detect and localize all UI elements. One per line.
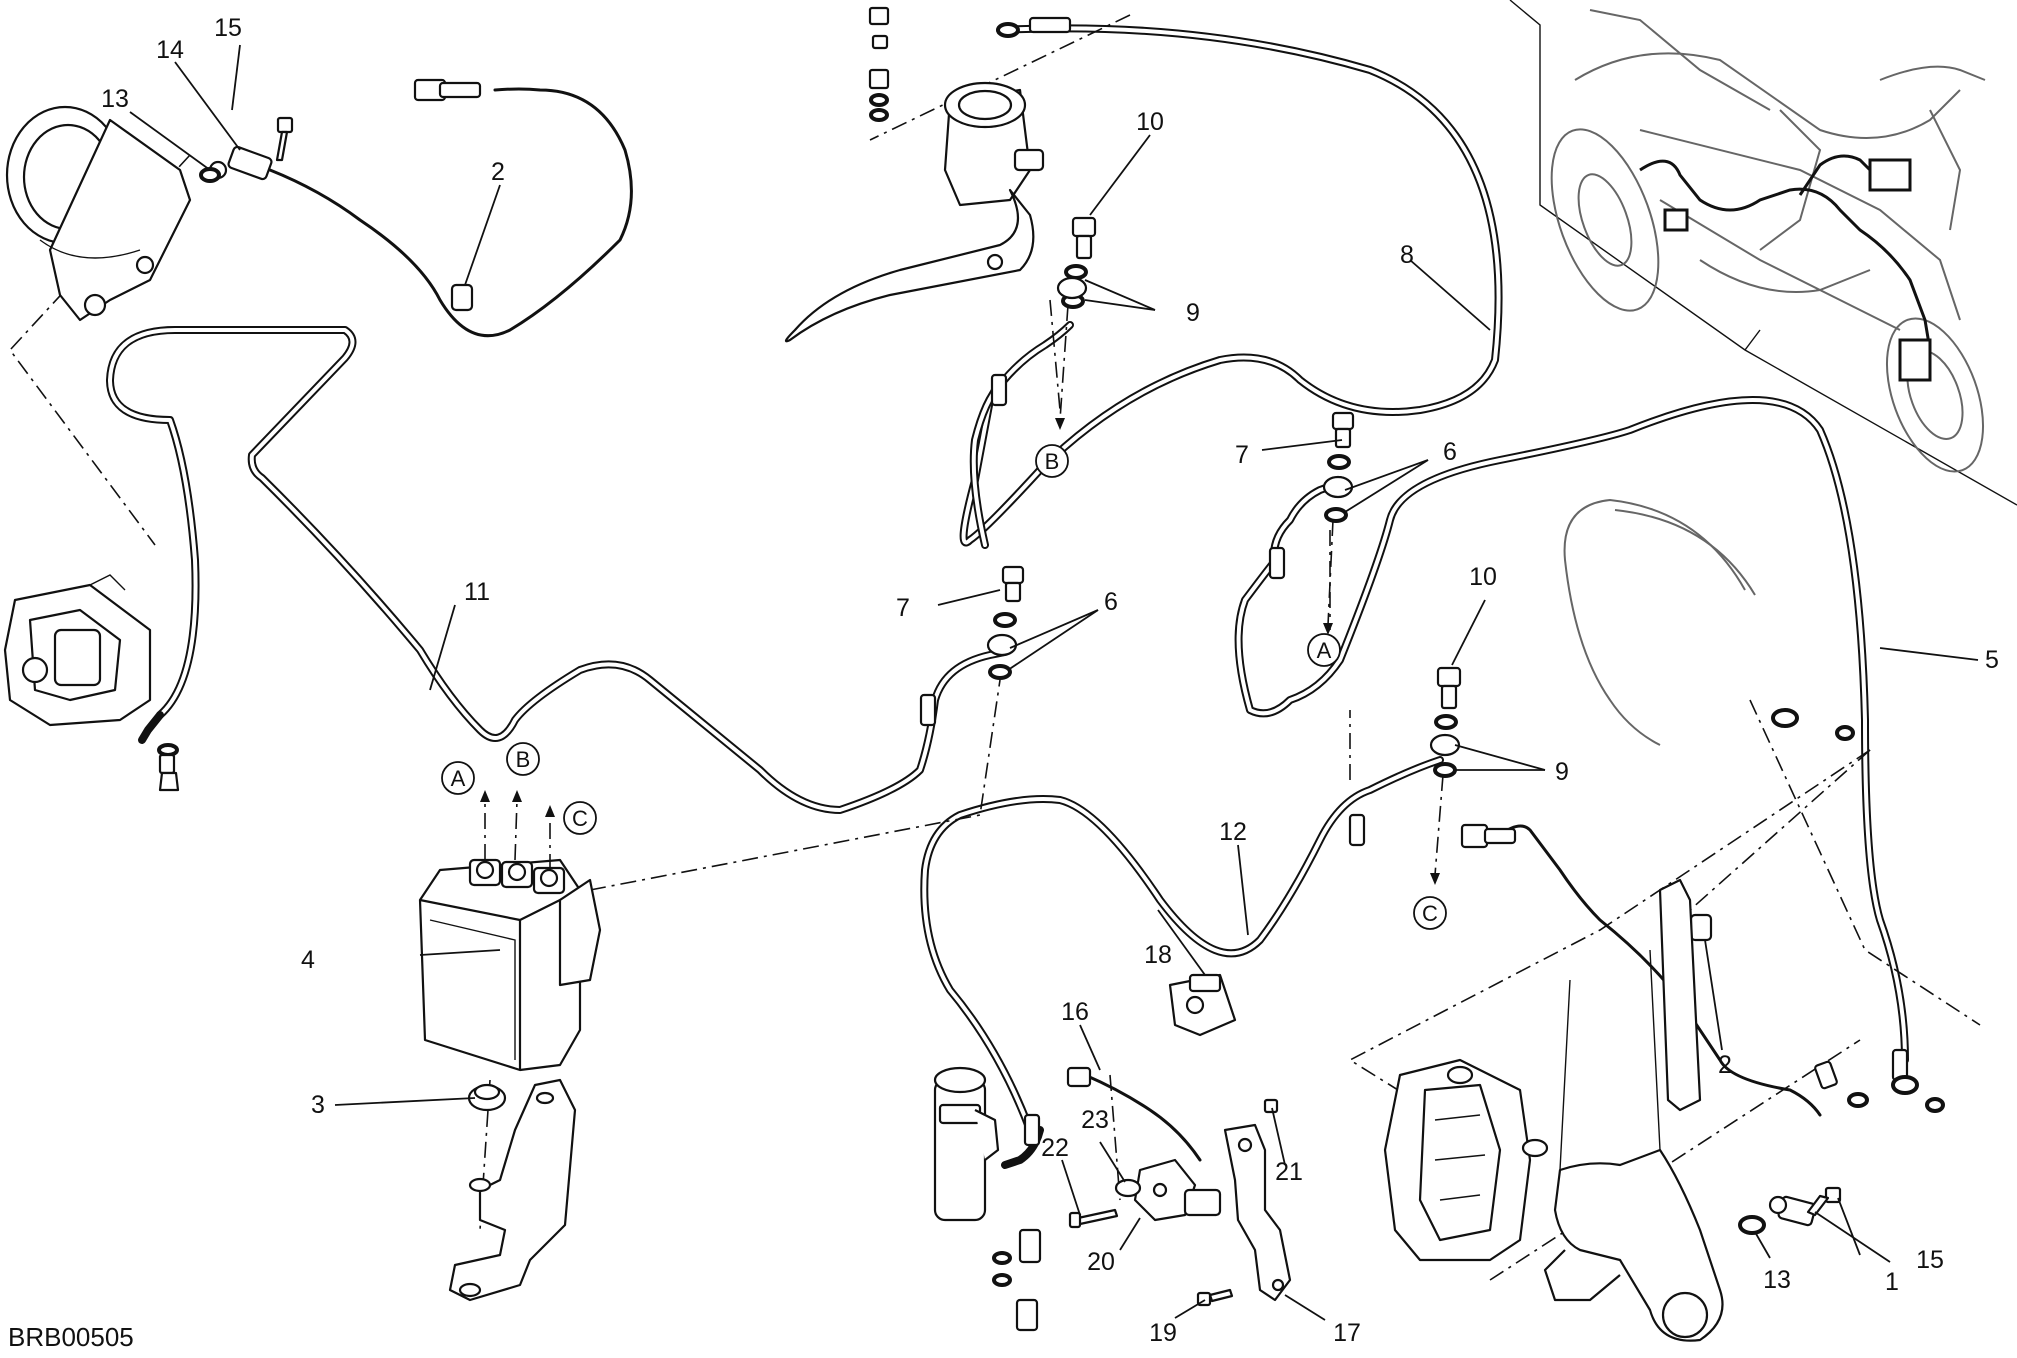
- part-label-3: 3: [311, 1091, 325, 1119]
- part-label-21: 21: [1275, 1158, 1303, 1186]
- ref-letter: C: [1422, 901, 1438, 926]
- brake-hose-8: [959, 24, 1503, 547]
- washers-9-top: [1056, 264, 1088, 309]
- part-label-15: 15: [214, 14, 242, 42]
- alignment-lines: [8, 14, 1981, 1281]
- banjo-bolt-7-a: [1001, 565, 1025, 603]
- speed-sensor-14: [199, 145, 273, 183]
- ref-letter: A: [451, 766, 466, 791]
- bolt-19: [1196, 1288, 1234, 1307]
- front-brake-master-cylinder: [784, 81, 1045, 343]
- part-label-9: 9: [1555, 758, 1569, 786]
- fittings-rear-master: [992, 1251, 1039, 1332]
- reference-hose-outline: [1563, 498, 1746, 746]
- part-label-18: 18: [1144, 941, 1172, 969]
- sensor-cable-16: [1066, 1066, 1202, 1162]
- abs-control-unit: [418, 858, 602, 1072]
- rear-brake-caliper: [3, 574, 152, 727]
- part-label-23: 23: [1081, 1106, 1109, 1134]
- hose-sleeves: [919, 373, 1909, 1147]
- part-label-19: 19: [1149, 1319, 1177, 1347]
- part-label-13: 13: [101, 85, 129, 113]
- motorcycle-inset: [1509, 0, 2017, 506]
- ref-letter: C: [572, 806, 588, 831]
- abs-mounting-bracket: [448, 1078, 577, 1302]
- brake-hose-12: [920, 756, 1444, 1134]
- washers-9-mid: [1429, 714, 1461, 778]
- spacer-13-front: [1738, 1215, 1766, 1235]
- part-label-22: 22: [1041, 1134, 1069, 1162]
- ref-marker-a-hose: A: [1307, 633, 1341, 667]
- bolt-15-front: [1806, 1186, 1842, 1217]
- speed-sensor-1: [1768, 1195, 1817, 1227]
- ref-marker-c-abs: C: [563, 801, 597, 835]
- part-label-5: 5: [1985, 646, 1999, 674]
- bleed-fittings-front: [1771, 708, 1945, 1113]
- bolt-22: [1068, 1208, 1119, 1229]
- ref-letter: A: [1317, 638, 1332, 663]
- ref-marker-b-abs: B: [506, 742, 540, 776]
- speed-sensor-cable-front: [1460, 823, 1822, 1117]
- reference-markers: A B C B A C: [441, 444, 1447, 930]
- ref-marker-b-hose: B: [1035, 444, 1069, 478]
- part-label-13: 13: [1763, 1266, 1791, 1294]
- ref-marker-a-abs: A: [441, 761, 475, 795]
- fittings-top-left: [868, 6, 1072, 122]
- rear-brake-master-cylinder: [933, 1066, 1042, 1264]
- part-label-10: 10: [1136, 108, 1164, 136]
- part-label-7: 7: [896, 594, 910, 622]
- grommet-3: [467, 1083, 507, 1112]
- bolt-21: [1263, 1098, 1279, 1114]
- part-label-6: 6: [1443, 438, 1457, 466]
- part-label-2: 2: [1718, 1051, 1732, 1079]
- part-label-2: 2: [491, 158, 505, 186]
- brake-hose-rear-caliper: [138, 711, 164, 744]
- rear-wheel-carrier: [5, 105, 192, 322]
- brake-hose-11: [106, 325, 1009, 814]
- brake-hose-5: [1234, 396, 1909, 1064]
- ref-letter: B: [1045, 449, 1060, 474]
- drawing-code: BRB00505: [8, 1322, 134, 1352]
- part-label-6: 6: [1104, 588, 1118, 616]
- banjo-bolt-7-b: [1331, 411, 1355, 449]
- part-label-10: 10: [1469, 563, 1497, 591]
- speed-sensor-cable-rear: [268, 78, 633, 338]
- bleed-screw-rear: [157, 743, 180, 792]
- part-label-4: 4: [301, 946, 315, 974]
- brake-hose-upper-b: [969, 321, 1074, 549]
- part-label-11: 11: [464, 578, 490, 606]
- bracket-17: [1223, 1123, 1292, 1302]
- front-fork-leg: [1543, 878, 1724, 1342]
- banjo-bolt-10-mid: [1436, 666, 1462, 710]
- part-label-15: 15: [1916, 1246, 1944, 1274]
- banjo-bolt-10-top: [1071, 216, 1097, 260]
- motorcycle-illustration: [1550, 9, 1986, 473]
- clamp-20: [1133, 1158, 1222, 1222]
- leader-lines: [129, 44, 1979, 1321]
- part-label-7: 7: [1235, 441, 1249, 469]
- part-label-1: 1: [1885, 1268, 1899, 1296]
- part-label-12: 12: [1219, 818, 1247, 846]
- ref-letter: B: [516, 747, 531, 772]
- part-label-14: 14: [156, 36, 184, 64]
- ref-marker-c-hose: C: [1413, 896, 1447, 930]
- part-label-17: 17: [1333, 1319, 1361, 1347]
- part-label-20: 20: [1087, 1248, 1115, 1276]
- spacer-23: [1114, 1178, 1142, 1198]
- bolt-15-top: [275, 116, 294, 162]
- part-label-9: 9: [1186, 299, 1200, 327]
- front-brake-caliper: [1383, 1058, 1549, 1262]
- flow-arrows: [480, 304, 1444, 885]
- part-number-labels: 1 2 2 3 4 5 6 6 7 7 8 9 9 10 10 11 12 13…: [101, 14, 1999, 1347]
- part-label-16: 16: [1061, 998, 1089, 1026]
- part-label-8: 8: [1400, 241, 1414, 269]
- clamp-18: [1168, 973, 1237, 1037]
